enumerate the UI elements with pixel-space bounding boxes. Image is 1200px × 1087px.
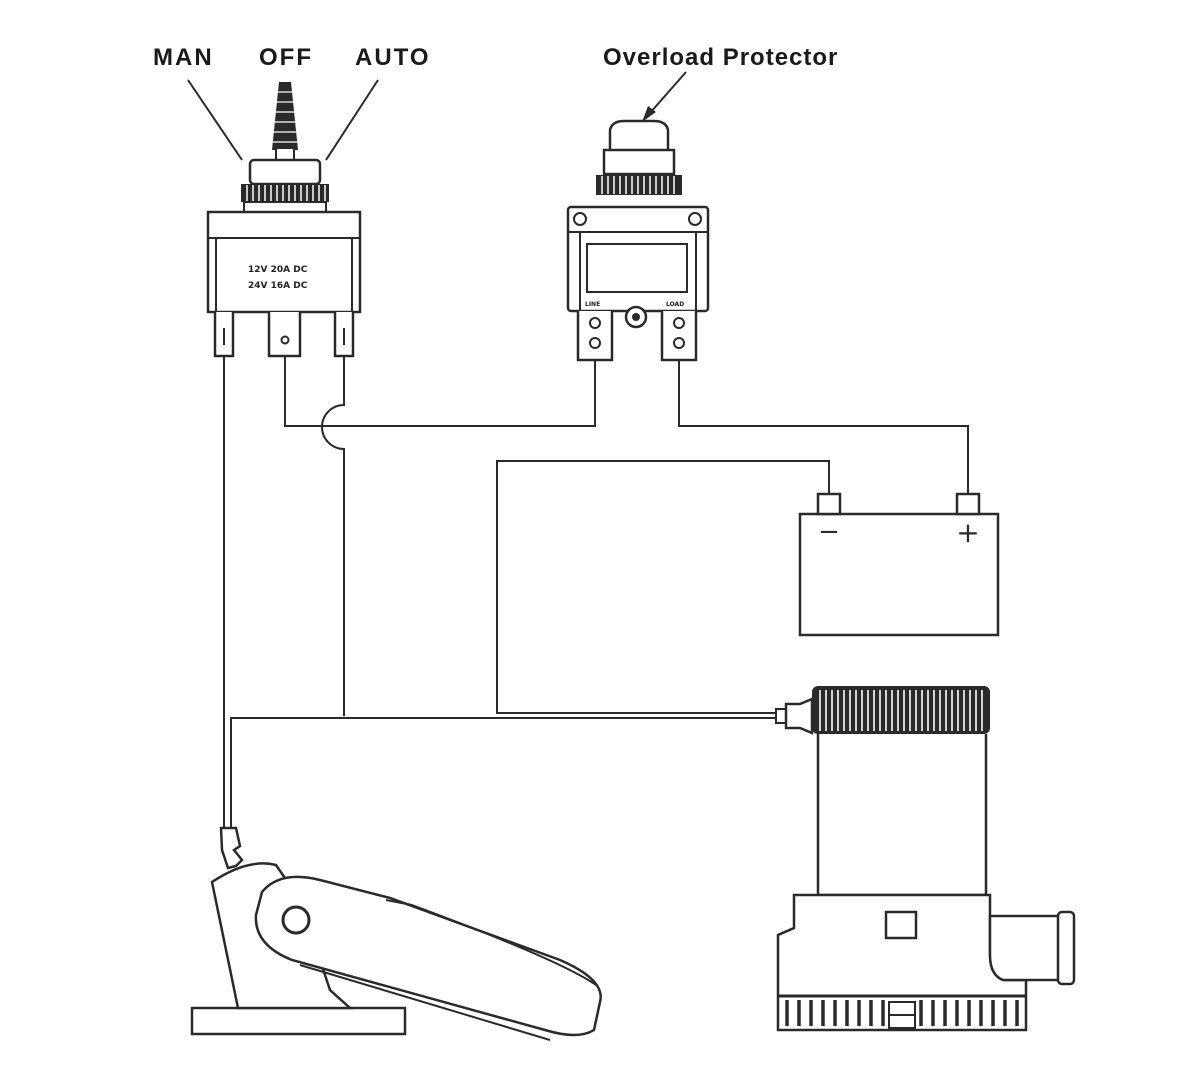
overload-protector: LINE LOAD xyxy=(566,119,710,362)
wire-auto-terminal xyxy=(321,356,345,716)
pump-outlet xyxy=(988,914,1062,982)
float-pivot xyxy=(281,905,311,935)
breaker-nut xyxy=(596,175,682,195)
label-leaders xyxy=(187,71,687,161)
breaker-reset-button xyxy=(608,119,670,154)
switch-label-man: MAN xyxy=(153,44,214,71)
leader-arrowhead xyxy=(642,106,656,122)
switch-rating-1: 12V 20A DC xyxy=(248,265,308,275)
leader-man xyxy=(187,79,243,161)
breaker-terminal-line-label: LINE xyxy=(585,301,600,308)
battery-body xyxy=(798,512,1000,637)
breaker-window xyxy=(586,243,688,293)
battery-terminal-negative xyxy=(816,492,842,516)
switch-rating-2: 24V 16A DC xyxy=(248,281,308,291)
toggle-switch: 12V 20A DC 24V 16A DC xyxy=(206,82,362,358)
wire-pump-to-float xyxy=(230,717,778,828)
leader-overload xyxy=(649,71,687,114)
overload-protector-label: Overload Protector xyxy=(603,44,839,71)
toggle-nut xyxy=(241,184,329,202)
wire-switch-to-breaker xyxy=(284,356,596,427)
float-body xyxy=(254,875,602,1037)
breaker-mount-hole-left xyxy=(573,212,587,226)
pump-label-plate xyxy=(884,910,918,940)
toggle-bushing xyxy=(248,158,322,186)
leader-auto xyxy=(325,79,379,161)
float-base-plate xyxy=(190,1006,407,1036)
switch-label-off: OFF xyxy=(259,44,313,71)
wire-breaker-to-battery-positive xyxy=(678,360,969,494)
battery-negative-symbol: − xyxy=(818,517,840,547)
wire-battery-negative-to-pump xyxy=(496,460,830,714)
switch-label-auto: AUTO xyxy=(355,44,431,71)
float-switch xyxy=(190,826,602,1041)
bilge-pump xyxy=(775,686,1076,1032)
breaker-mount-hole-right xyxy=(688,212,702,226)
switch-terminal-center xyxy=(267,312,302,358)
toggle-lever xyxy=(272,82,298,150)
battery: − + xyxy=(798,492,1000,637)
battery-positive-symbol: + xyxy=(956,516,979,549)
toggle-body xyxy=(206,210,362,314)
float-cable-gland xyxy=(219,826,244,870)
battery-terminal-positive xyxy=(955,492,981,516)
pump-motor-housing xyxy=(816,734,988,897)
breaker-terminal-load-label: LOAD xyxy=(666,301,684,308)
wires xyxy=(223,356,969,828)
